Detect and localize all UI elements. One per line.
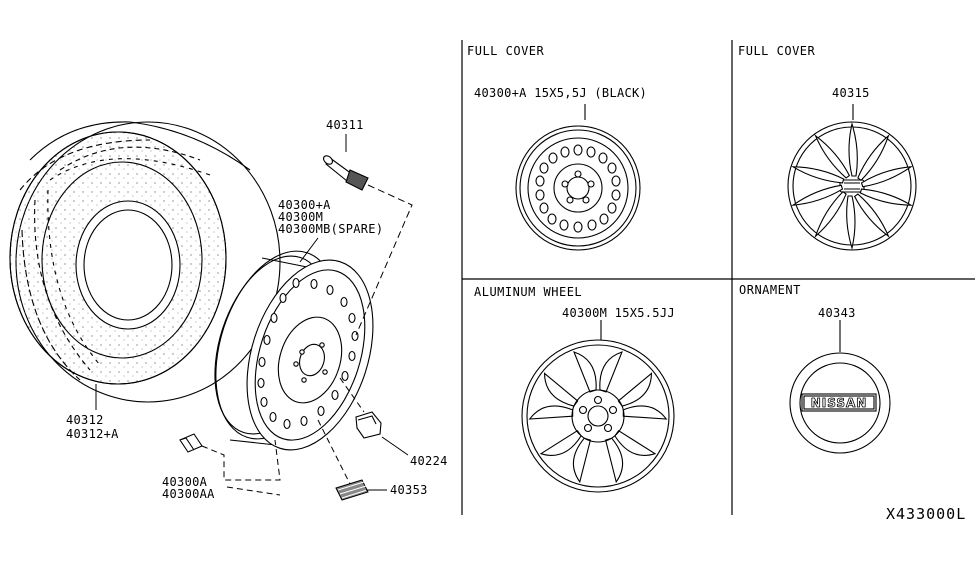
nut-label-line bbox=[381, 436, 409, 456]
tire-drawing bbox=[9, 121, 281, 403]
valve-stem-drawing bbox=[323, 155, 369, 191]
label-tire-1: 40312 bbox=[66, 413, 104, 427]
label-balance-weight: 40353 bbox=[390, 483, 428, 497]
diagram-code: X433000L bbox=[886, 505, 967, 523]
label-clip-1: 40300A bbox=[162, 475, 208, 489]
label-wheel-2: 40300M bbox=[278, 210, 324, 224]
label-valve-stem: 40311 bbox=[326, 118, 364, 132]
valve-leader bbox=[355, 184, 413, 336]
lug-nut-drawing bbox=[355, 411, 382, 439]
panel-3-header: ALUMINUM WHEEL bbox=[474, 285, 583, 299]
panel-1-header: FULL COVER bbox=[467, 44, 545, 58]
wheel-40300A-drawing bbox=[515, 104, 641, 251]
clip-label-line bbox=[226, 486, 281, 496]
panel-4-part: 40343 bbox=[818, 306, 856, 320]
panel-2-header: FULL COVER bbox=[738, 44, 816, 58]
label-wheel-3: 40300MB(SPARE) bbox=[278, 222, 384, 236]
ornament-40343-drawing bbox=[789, 320, 891, 454]
panel-2-part: 40315 bbox=[832, 86, 870, 100]
label-tire-2: 40312+A bbox=[66, 427, 119, 441]
panel-3-part: 40300M 15X5.5JJ bbox=[562, 306, 675, 320]
weight-leader bbox=[317, 419, 351, 485]
clip-leader bbox=[201, 439, 281, 481]
steel-wheel-drawing bbox=[214, 250, 374, 451]
label-wheel-1: 40300+A bbox=[278, 198, 331, 212]
label-nut: 40224 bbox=[410, 454, 448, 468]
panel-dividers bbox=[461, 40, 975, 515]
balance-weight-drawing bbox=[335, 479, 369, 501]
weight-clip-drawing bbox=[179, 433, 203, 453]
aluminum-wheel-drawing bbox=[521, 320, 675, 493]
label-clip-2: 40300AA bbox=[162, 487, 215, 501]
ornament-emblem-text: NISSAN bbox=[811, 396, 868, 410]
panel-4-header: ORNAMENT bbox=[739, 283, 801, 297]
wheel-label-line bbox=[299, 237, 319, 263]
cover-40315-drawing bbox=[787, 104, 917, 251]
panel-1-part: 40300+A 15X5,5J (BLACK) bbox=[474, 86, 648, 100]
nut-leader bbox=[339, 377, 365, 413]
